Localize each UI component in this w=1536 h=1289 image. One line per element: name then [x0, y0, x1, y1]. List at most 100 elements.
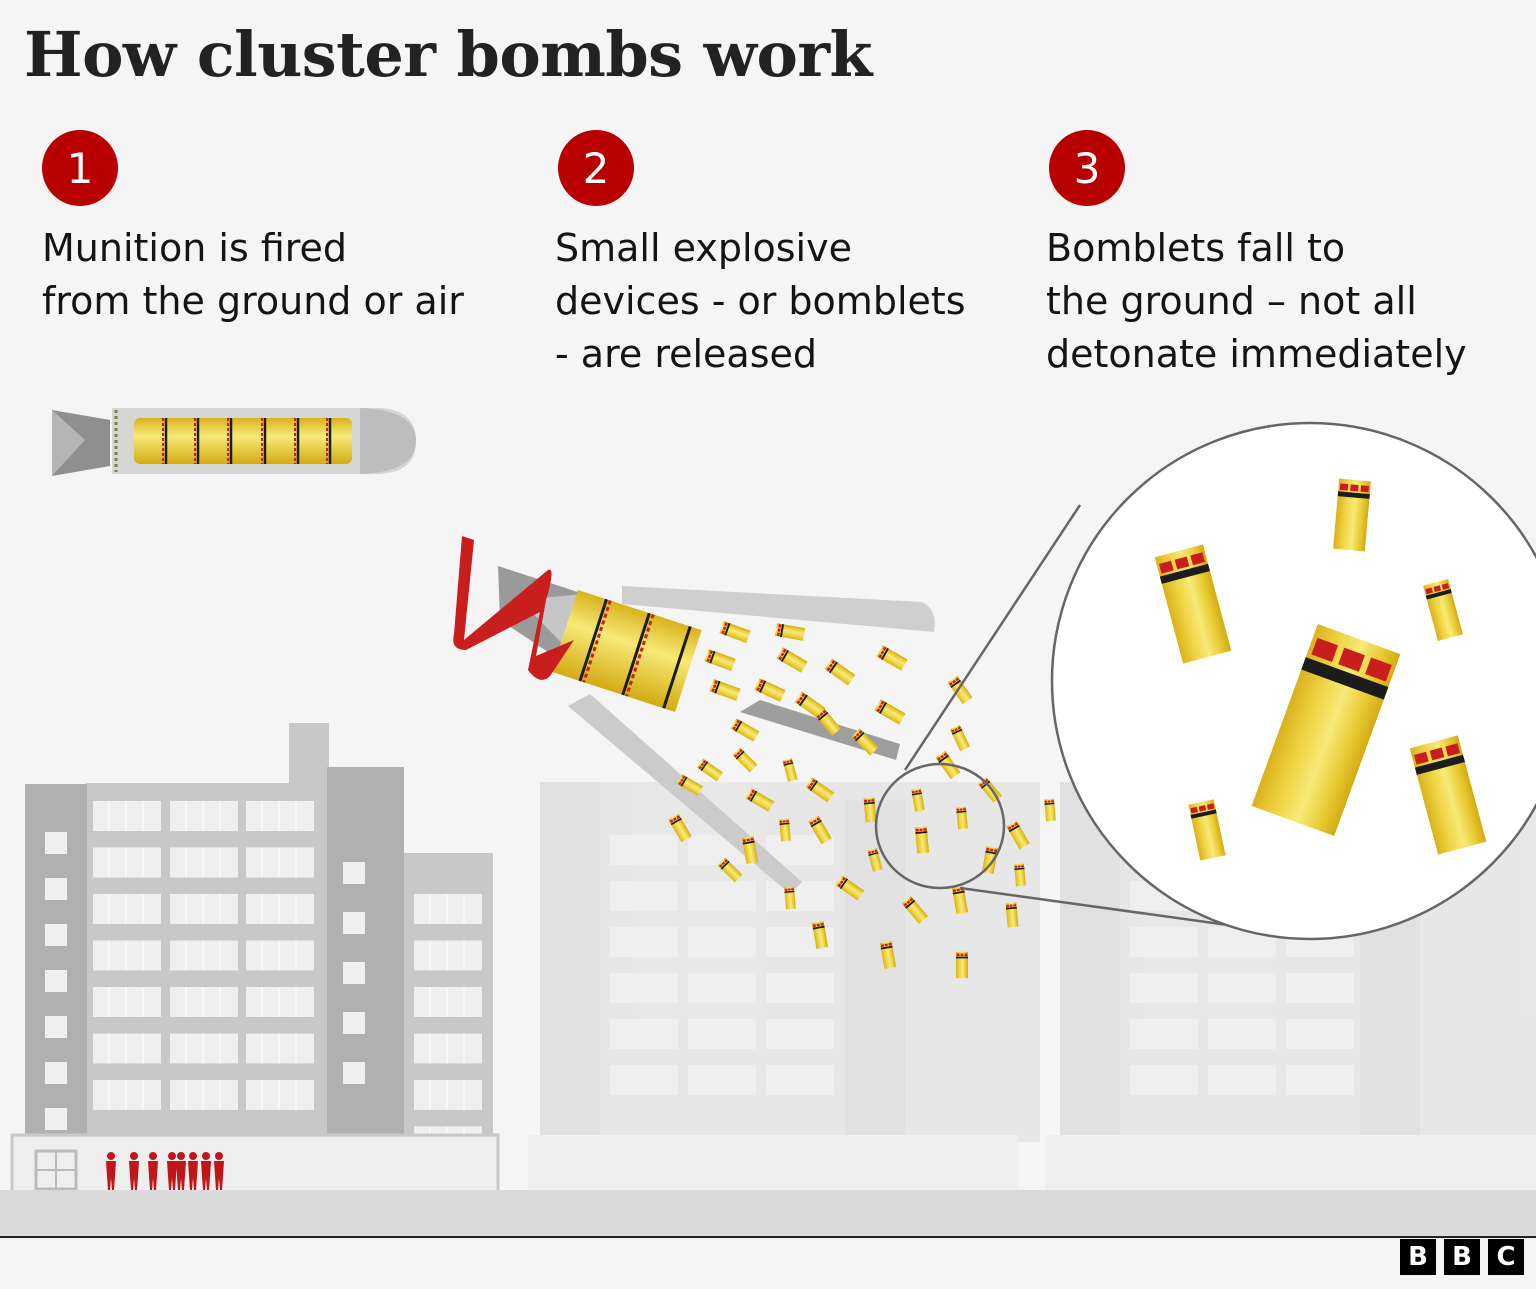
magnified-bomblet-icon [1332, 478, 1372, 552]
building-window [343, 1012, 365, 1034]
bomblet-icon [732, 747, 758, 773]
background-window [610, 973, 678, 1003]
building-window [45, 878, 67, 900]
bomblet-icon [914, 826, 930, 854]
building-window [343, 1062, 365, 1084]
bomblet-icon [1014, 863, 1026, 887]
logo-letter: B [1400, 1239, 1436, 1275]
building-window [245, 1033, 315, 1064]
background-window [610, 835, 678, 865]
step-description: Munition is fired from the ground or air [42, 226, 464, 323]
logo-letter: C [1488, 1239, 1524, 1275]
background-window [1208, 1065, 1276, 1095]
building-window [169, 1079, 239, 1111]
background-window [688, 1065, 756, 1095]
person-icon [129, 1152, 139, 1190]
building-window [413, 940, 483, 971]
bomblet-icon [824, 658, 856, 686]
building-window [245, 893, 315, 925]
step-number-badge: 3 [1049, 130, 1125, 206]
bomblet-icon [704, 649, 736, 671]
building-window [92, 940, 162, 971]
building-window [245, 800, 315, 832]
person-icon [201, 1152, 211, 1190]
bomblet-icon [782, 758, 798, 782]
background-window [688, 1019, 756, 1049]
background-window [1208, 973, 1276, 1003]
building-window [169, 893, 239, 925]
background-window [1130, 927, 1198, 957]
person-icon [214, 1152, 224, 1190]
building-window [343, 862, 365, 884]
building-window [169, 940, 239, 971]
building-window [245, 1079, 315, 1111]
building-window [245, 847, 315, 878]
background-window [610, 927, 678, 957]
bomblet-icon [956, 806, 968, 830]
building-window [92, 1079, 162, 1111]
step-3: 3 Bomblets fall to the ground – not all … [1046, 130, 1467, 381]
background-window [1208, 1019, 1276, 1049]
building-window [45, 970, 67, 992]
building-window [413, 1033, 483, 1064]
logo-letter: B [1444, 1239, 1480, 1275]
ground [0, 1190, 1536, 1236]
magnifier-callout [874, 421, 1536, 941]
building-window [45, 1016, 67, 1038]
step-1: 1 Munition is fired from the ground or a… [42, 130, 464, 328]
building-window [45, 1062, 67, 1084]
building-window [169, 847, 239, 878]
building-window [45, 1108, 67, 1130]
step-description: Small explosive devices - or bomblets - … [555, 226, 966, 376]
step-number-badge: 1 [42, 130, 118, 206]
building-window [92, 1033, 162, 1064]
building-window [169, 1033, 239, 1064]
bomblet-icon [754, 678, 786, 702]
person-icon [106, 1152, 116, 1190]
bomblet-icon [774, 623, 806, 641]
background-window [1130, 1019, 1198, 1049]
building-window [92, 893, 162, 925]
building-window [413, 986, 483, 1018]
bomblet-icon [949, 724, 971, 752]
building-window [245, 986, 315, 1018]
background-window [1130, 973, 1198, 1003]
background-window [1130, 1065, 1198, 1095]
building-window [413, 1079, 483, 1111]
bomblet-icon [956, 951, 968, 979]
apartment-building [10, 723, 500, 1204]
background-window [688, 927, 756, 957]
intact-munition-icon [52, 408, 416, 476]
background-window [766, 1065, 834, 1095]
bomblet-icon [1044, 798, 1056, 822]
building-window [45, 924, 67, 946]
bomblet-icon [709, 679, 741, 701]
bomblet-icon [863, 797, 877, 823]
background-window [688, 881, 756, 911]
building-window [92, 847, 162, 878]
step-number-badge: 2 [558, 130, 634, 206]
person-icon [167, 1152, 177, 1190]
person-icon [188, 1152, 198, 1190]
background-window [1286, 973, 1354, 1003]
person-icon [148, 1152, 158, 1190]
building-window [92, 800, 162, 832]
door-window-icon [34, 1149, 78, 1191]
building-window [92, 986, 162, 1018]
bomblet-icon [784, 886, 796, 910]
bomblet-icon [874, 699, 906, 725]
background-window [610, 1019, 678, 1049]
bomblet-icon [730, 718, 760, 742]
background-window [610, 881, 678, 911]
background-window [766, 1019, 834, 1049]
building-window [413, 893, 483, 925]
background-window [1286, 1065, 1354, 1095]
background-window [766, 881, 834, 911]
building-window [245, 940, 315, 971]
building-window [343, 962, 365, 984]
building-window [169, 986, 239, 1018]
building-window [343, 912, 365, 934]
bomblet-icon [1005, 902, 1019, 928]
civilian-people-icons [106, 1152, 224, 1190]
